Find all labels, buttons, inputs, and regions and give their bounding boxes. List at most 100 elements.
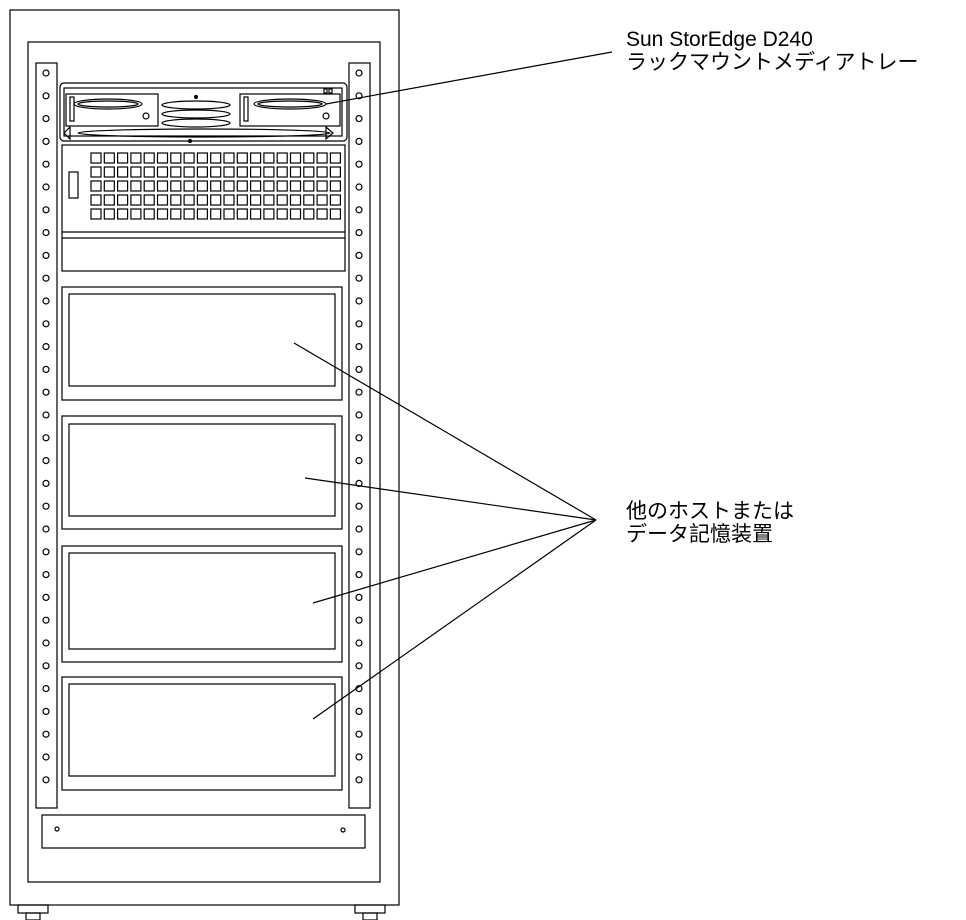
vent-slot: [90, 208, 102, 220]
vent-slot: [329, 152, 341, 164]
rail-hole: [42, 593, 50, 602]
left-rail: [35, 62, 58, 809]
vent-slot: [289, 194, 302, 206]
vent-slot: [183, 180, 195, 192]
vent-slot: [236, 152, 248, 164]
vent-slot: [210, 180, 222, 192]
vent-slot: [250, 166, 262, 178]
rail-hole: [355, 593, 363, 602]
leveling-foot-right: [354, 904, 386, 920]
drawer-unit-1: [61, 286, 343, 401]
vent-slot: [236, 194, 248, 206]
rail-hole: [355, 570, 363, 579]
vent-slot: [236, 166, 248, 178]
vent-slot: [303, 208, 315, 220]
rail-hole: [355, 502, 363, 510]
rail-hole: [355, 525, 363, 533]
vent-slot: [289, 166, 302, 178]
vent-slot: [196, 208, 208, 220]
drawer-unit-4: [61, 676, 343, 791]
other-devices-callout: 他のホストまたは データ記憶装置: [626, 500, 794, 546]
leader-line-device-2: [304, 477, 597, 521]
media-tray-callout-line2: ラックマウントメディアトレー: [626, 51, 919, 74]
leader-line-media-tray: [325, 51, 613, 105]
vent-slot: [170, 152, 182, 164]
vent-slot: [130, 194, 142, 206]
vent-slot: [130, 166, 142, 178]
rail-hole: [42, 707, 50, 716]
vent-slot: [329, 166, 341, 178]
vent-slot: [223, 166, 235, 178]
rail-hole: [42, 297, 50, 305]
left-drive-bay: [65, 93, 159, 127]
vent-slot: [183, 208, 195, 220]
vented-panel: [61, 144, 346, 272]
vent-slot: [156, 180, 169, 192]
vent-slot: [156, 166, 169, 178]
rail-hole: [42, 388, 50, 396]
vent-slot: [210, 208, 222, 220]
leader-line-device-3: [312, 519, 597, 604]
vent-slot: [156, 194, 169, 206]
right-drive-bay: [239, 93, 341, 127]
rail-hole: [42, 411, 50, 419]
vent-slot: [103, 152, 115, 164]
vent-slot: [143, 152, 155, 164]
rail-hole: [42, 684, 50, 693]
vent-slot: [143, 208, 155, 220]
vent-slot: [156, 208, 169, 220]
rail-hole: [42, 137, 50, 145]
vent-slot: [236, 208, 248, 220]
vent-slot: [223, 208, 235, 220]
vent-slot: [236, 180, 248, 192]
rail-hole: [355, 388, 363, 396]
rail-hole: [42, 639, 50, 647]
vent-slot: [303, 166, 315, 178]
rail-hole: [355, 206, 363, 214]
right-rail-holes: [355, 69, 363, 784]
rail-hole: [42, 616, 50, 624]
vent-slot: [116, 166, 129, 178]
vent-slot: [130, 180, 142, 192]
rail-hole: [42, 69, 50, 77]
vent-slot: [183, 166, 195, 178]
vent-slot: [116, 180, 129, 192]
vent-slot: [316, 208, 328, 220]
rail-hole: [355, 183, 363, 191]
cabinet-outer-frame: [9, 9, 400, 906]
rail-hole: [42, 434, 50, 442]
rail-hole: [42, 570, 50, 579]
vent-slot: [223, 180, 235, 192]
vent-slot: [143, 180, 155, 192]
rail-hole: [355, 365, 363, 373]
vent-slot: [90, 180, 102, 192]
vent-slot: [156, 152, 169, 164]
rail-hole: [42, 183, 50, 191]
rail-hole: [355, 776, 363, 784]
vent-slot: [263, 208, 275, 220]
vent-slot: [276, 208, 288, 220]
vent-slot: [170, 208, 182, 220]
rail-hole: [355, 92, 363, 100]
rail-hole: [42, 343, 50, 351]
vent-slot: [170, 166, 182, 178]
vent-slot: [276, 166, 288, 178]
vent-slot: [303, 180, 315, 192]
vent-slot: [329, 194, 341, 206]
vent-grid: [90, 152, 341, 220]
vent-slot: [196, 194, 208, 206]
rail-hole: [355, 662, 363, 670]
rail-hole: [355, 707, 363, 716]
vent-slot: [316, 194, 328, 206]
vent-slot: [170, 194, 182, 206]
rail-hole: [42, 502, 50, 510]
rail-hole: [355, 69, 363, 77]
rail-hole: [42, 206, 50, 214]
rail-hole: [42, 92, 50, 100]
vent-slot: [183, 194, 195, 206]
rail-hole: [42, 251, 50, 259]
vent-slot: [90, 166, 102, 178]
rail-hole: [355, 114, 363, 123]
drawer-unit-3: [61, 545, 343, 663]
